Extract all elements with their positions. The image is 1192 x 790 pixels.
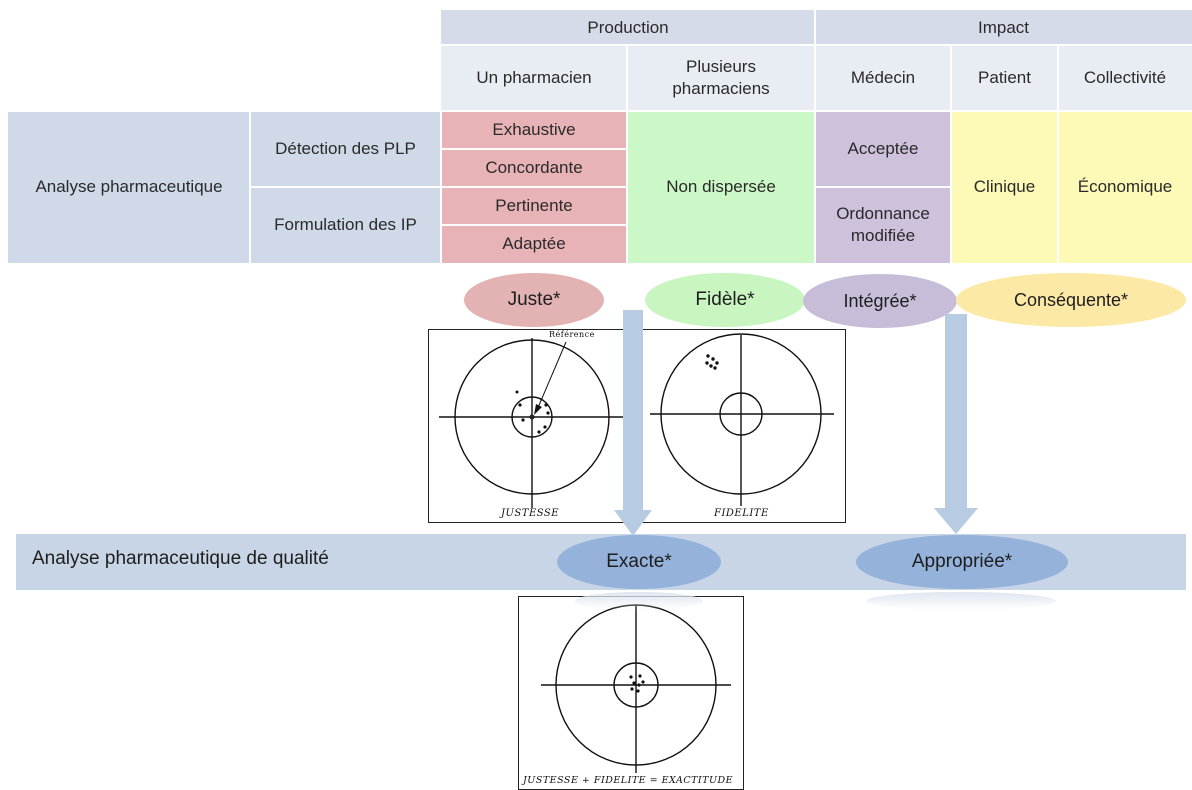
row-detection-plp: Détection des PLP: [250, 111, 441, 187]
cell-pertinente-label: Pertinente: [495, 196, 573, 215]
cell-adaptee: Adaptée: [441, 225, 627, 263]
cell-economique-label: Économique: [1077, 177, 1173, 196]
header-production: Production: [441, 10, 815, 45]
cell-non-dispersee: Non dispersée: [627, 111, 815, 263]
ellipse-integree-label: Intégrée*: [843, 290, 917, 311]
cell-ordonnance-modifiee: Ordonnance modifiée: [815, 187, 951, 263]
separator: [8, 110, 1192, 112]
target-fidelite-drawing: [650, 333, 834, 506]
cell-clinique: Clinique: [951, 111, 1058, 263]
row-analyse-label: Analyse pharmaceutique: [35, 177, 223, 196]
separator: [249, 111, 251, 263]
separator: [814, 10, 816, 263]
justesse-caption: JUSTESSE: [501, 508, 560, 519]
ellipse-juste: Juste*: [464, 273, 604, 327]
arrow-justesse-to-exacte: [614, 310, 652, 536]
header-production-label: Production: [587, 17, 669, 37]
separator: [441, 148, 627, 150]
separator: [815, 186, 951, 188]
header-patient-label: Patient: [978, 68, 1031, 87]
row-formulation-label: Formulation des IP: [274, 215, 417, 234]
header-medecin: Médecin: [815, 45, 951, 111]
header-impact-label: Impact: [977, 17, 1030, 37]
separator: [950, 45, 952, 263]
ellipse-integree: Intégrée*: [803, 274, 957, 328]
ellipse-exacte-reflection: [575, 592, 703, 610]
cell-ordonnance-label: Ordonnance modifiée: [836, 204, 930, 245]
cell-economique: Économique: [1058, 111, 1192, 263]
cell-adaptee-label: Adaptée: [502, 234, 566, 253]
cell-clinique-label: Clinique: [973, 177, 1036, 196]
target-justesse: Référence JUSTESSE: [428, 329, 636, 523]
header-un-pharmacien-label: Un pharmacien: [476, 68, 592, 87]
header-un-pharmacien: Un pharmacien: [441, 45, 627, 111]
target-exactitude: JUSTESSE + FIDELITE = EXACTITUDE: [518, 596, 744, 790]
cell-acceptee: Acceptée: [815, 111, 951, 187]
row-detection-label: Détection des PLP: [275, 139, 416, 158]
row-formulation-ip: Formulation des IP: [250, 187, 441, 263]
header-plusieurs-label: Plusieurs pharmaciens: [672, 57, 770, 98]
arrow-consequente-to-appropriee: [934, 314, 978, 534]
separator: [250, 186, 441, 188]
separator: [441, 186, 627, 188]
cell-concordante: Concordante: [441, 149, 627, 187]
row-analyse-pharmaceutique: Analyse pharmaceutique: [8, 111, 250, 263]
fidelite-caption: FIDELITE: [714, 508, 769, 519]
target-fidelite: FIDELITE: [636, 329, 846, 523]
ellipse-juste-label: Juste*: [507, 289, 561, 310]
target-justesse-drawing: [439, 338, 625, 508]
separator: [1057, 45, 1059, 263]
ellipse-appropriee-label: Appropriée*: [911, 551, 1013, 572]
cell-acceptee-label: Acceptée: [847, 139, 919, 158]
target-exactitude-drawing: [541, 604, 731, 773]
ellipse-fidele-label: Fidèle*: [695, 289, 755, 310]
header-patient: Patient: [951, 45, 1058, 111]
ellipse-consequente-label: Conséquente*: [1013, 289, 1129, 310]
header-medecin-label: Médecin: [850, 68, 916, 87]
cell-concordante-label: Concordante: [485, 158, 583, 177]
reference-label: Référence: [549, 330, 595, 339]
separator: [441, 224, 627, 226]
exactitude-caption: JUSTESSE + FIDELITE = EXACTITUDE: [523, 775, 734, 786]
cell-non-dispersee-label: Non dispersée: [666, 177, 776, 196]
header-impact: Impact: [815, 10, 1192, 45]
ellipse-exacte-label: Exacte*: [606, 551, 672, 572]
header-collectivite: Collectivité: [1058, 45, 1192, 111]
ellipse-consequente: Conséquente*: [956, 273, 1186, 327]
ellipse-appropriee-reflection: [866, 592, 1056, 610]
cell-pertinente: Pertinente: [441, 187, 627, 225]
separator: [441, 44, 1192, 46]
ellipse-exacte: Exacte*: [557, 535, 721, 589]
separator: [440, 111, 442, 263]
cell-exhaustive: Exhaustive: [441, 111, 627, 149]
header-collectivite-label: Collectivité: [1083, 68, 1167, 87]
cell-exhaustive-label: Exhaustive: [492, 120, 576, 139]
header-plusieurs-pharmaciens: Plusieurs pharmaciens: [627, 45, 815, 111]
separator: [626, 45, 628, 263]
ellipse-appropriee: Appropriée*: [856, 535, 1068, 589]
ellipse-fidele: Fidèle*: [645, 273, 805, 327]
quality-band-label: Analyse pharmaceutique de qualité: [32, 548, 329, 569]
